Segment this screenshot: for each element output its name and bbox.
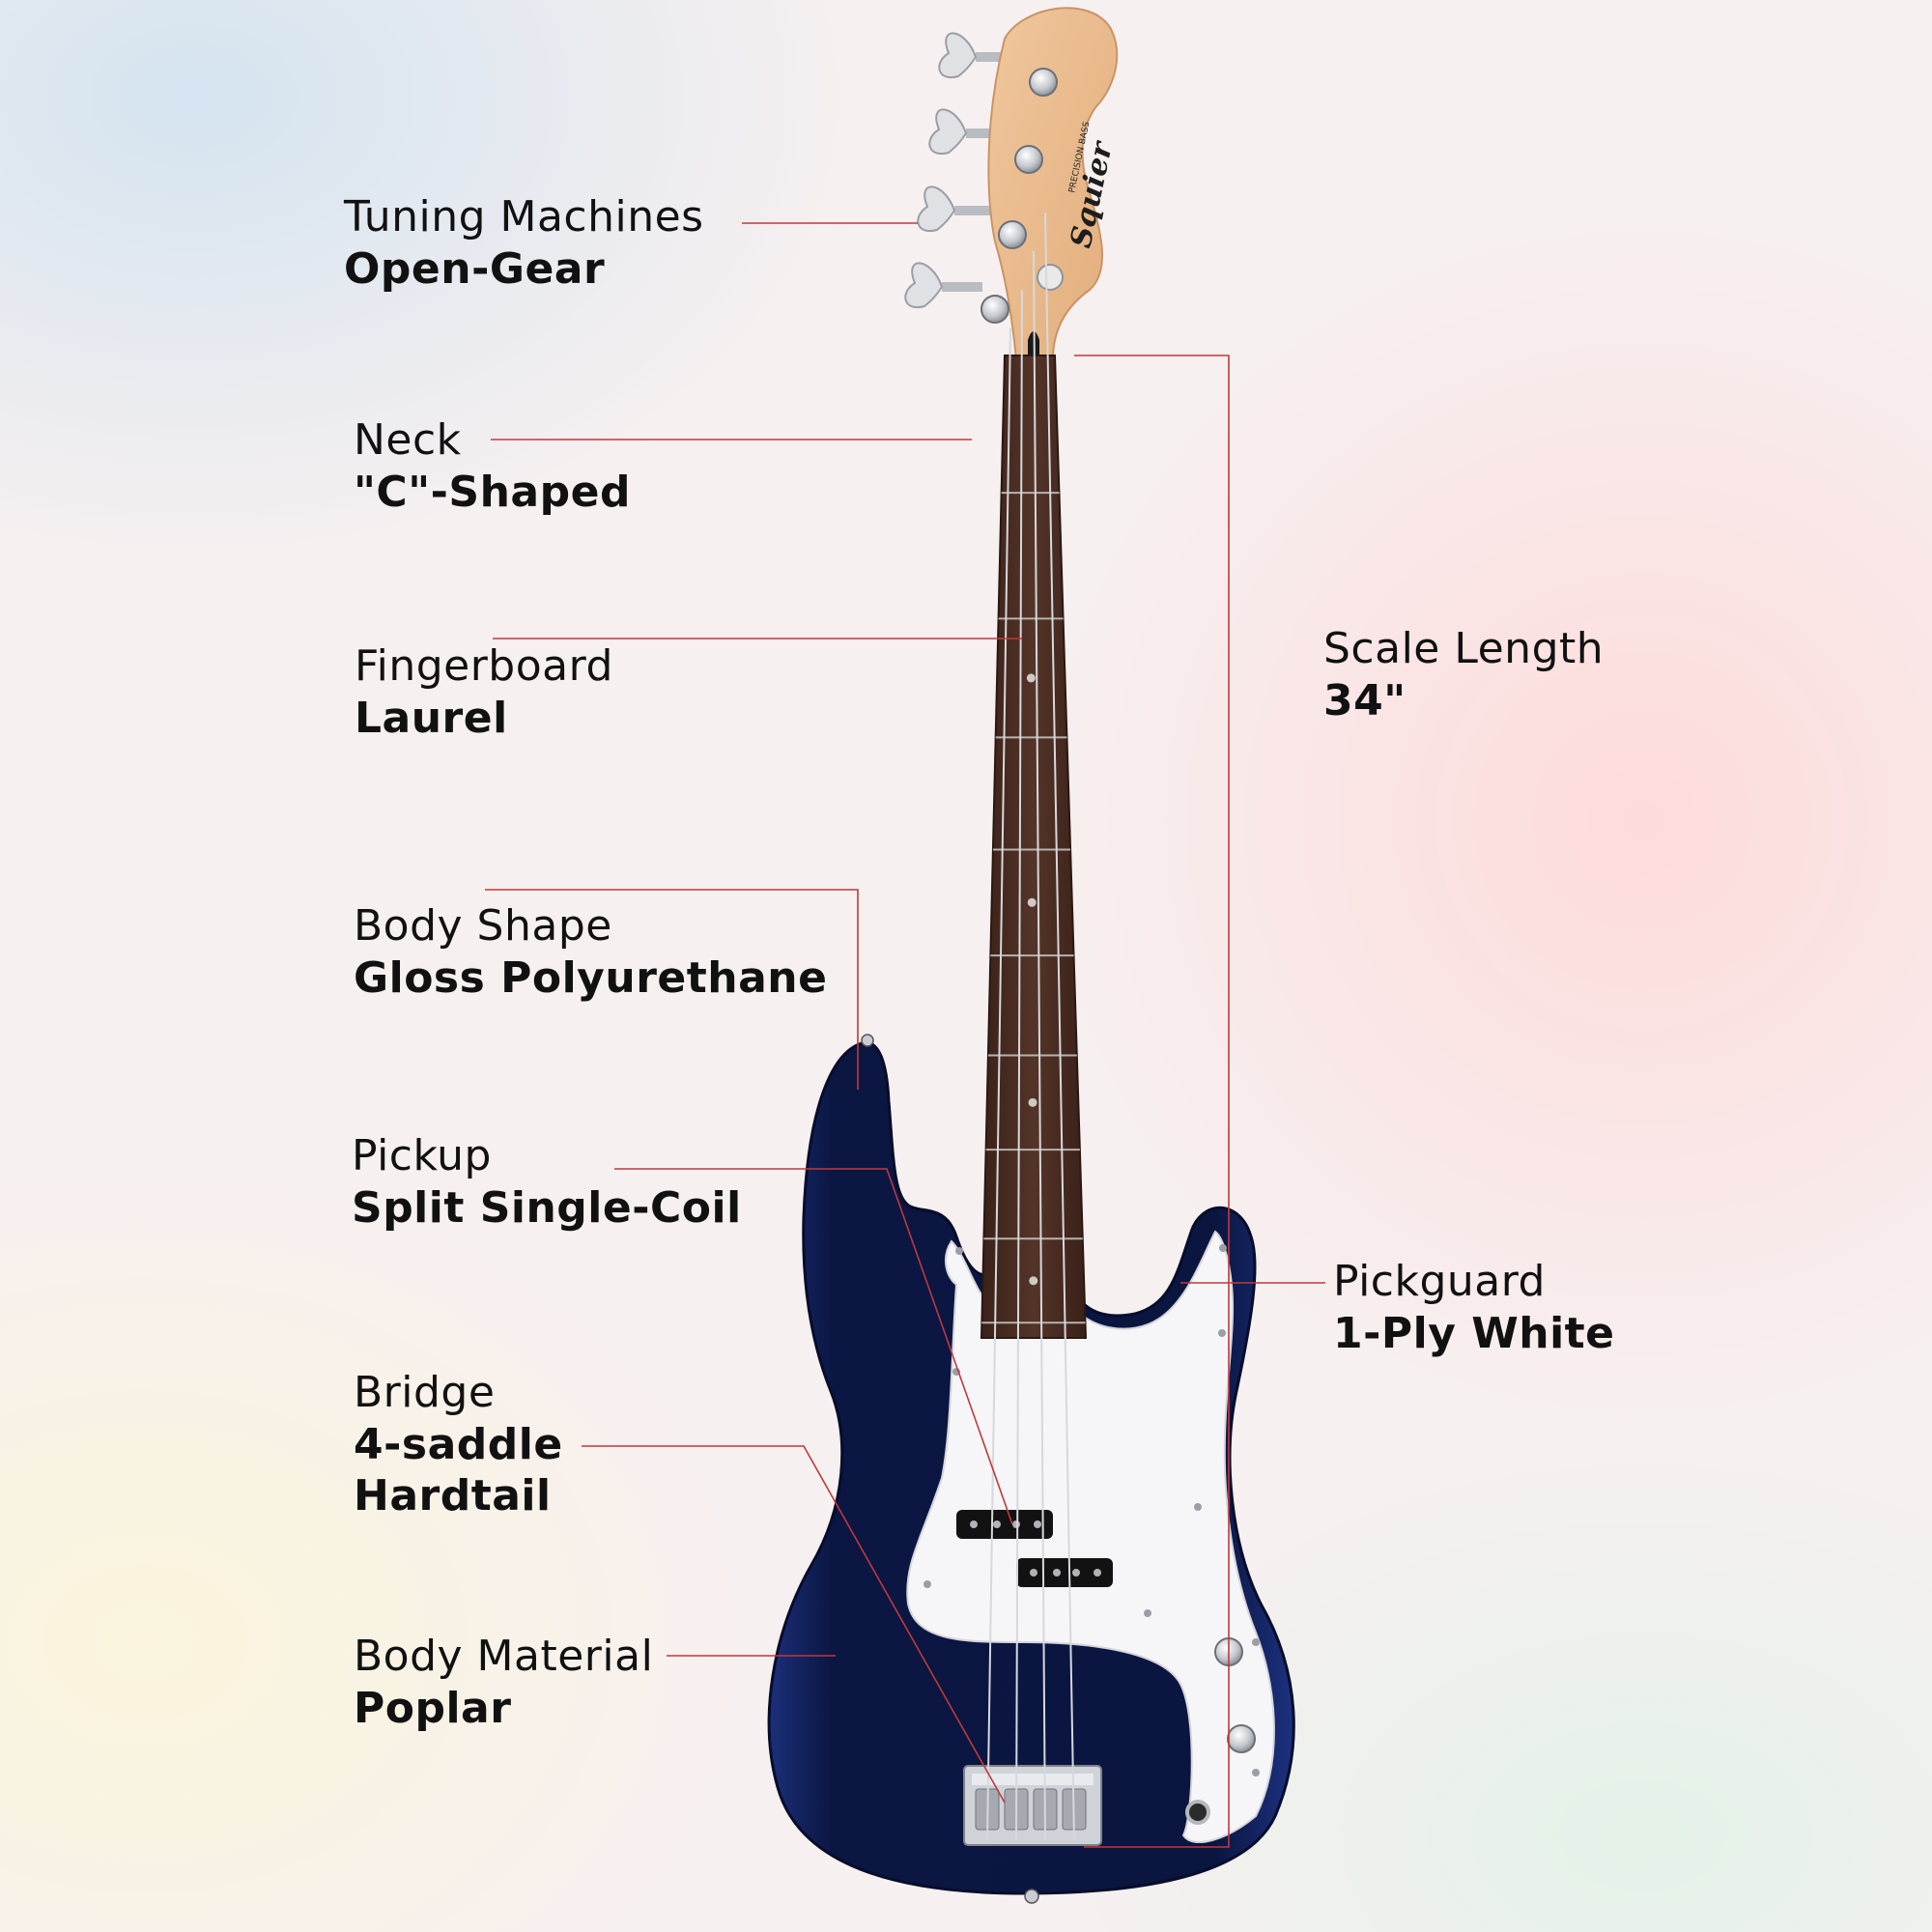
- callout-name: Pickguard: [1333, 1257, 1546, 1306]
- callout-value: Hardtail: [354, 1471, 552, 1521]
- callout-fingerboard: Fingerboard Laurel: [355, 640, 613, 744]
- fret-markers: [1026, 673, 1038, 1286]
- callout-value: 4-saddle: [354, 1419, 563, 1469]
- callout-name: Fingerboard: [355, 641, 613, 691]
- callout-neck: Neck "C"-Shaped: [354, 414, 631, 518]
- callout-name: Neck: [354, 415, 462, 465]
- callout-name: Tuning Machines: [344, 192, 704, 242]
- split-pickup: [956, 1510, 1113, 1587]
- tuner-posts: [980, 68, 1064, 324]
- output-jack: [1185, 1800, 1210, 1825]
- callout-name: Body Material: [354, 1632, 654, 1681]
- fret-marker-dot: [1026, 673, 1036, 683]
- bridge: [963, 1765, 1102, 1846]
- callout-name: Bridge: [354, 1368, 496, 1417]
- callout-value: 34": [1323, 675, 1406, 725]
- callout-value: Poplar: [354, 1683, 512, 1733]
- tuner-key: [904, 262, 982, 309]
- tuner-key: [938, 32, 1009, 79]
- callout-value: Laurel: [355, 693, 508, 743]
- callout-value: Open-Gear: [344, 243, 606, 294]
- headstock: [987, 7, 1119, 360]
- strings: [986, 212, 1075, 1841]
- tuner-keys: [904, 32, 1009, 309]
- fret-marker-dot: [1027, 897, 1037, 907]
- callout-bridge: Bridge 4-saddle Hardtail: [354, 1367, 563, 1522]
- callout-value: "C"-Shaped: [354, 467, 631, 517]
- fingerboard: [980, 355, 1088, 1339]
- fret-marker-dot: [1029, 1276, 1038, 1286]
- pickup-callout-line: [614, 1168, 1013, 1525]
- strap-button: [861, 1034, 874, 1047]
- callout-body-shape: Body Shape Gloss Polyurethane: [354, 900, 827, 1004]
- callout-pickup: Pickup Split Single-Coil: [352, 1130, 742, 1234]
- callout-name: Pickup: [352, 1131, 492, 1180]
- body-shape-callout-line: [485, 889, 859, 1090]
- callout-scale-length: Scale Length 34": [1323, 623, 1604, 726]
- strap-button: [1024, 1889, 1039, 1904]
- callout-tuning-machines: Tuning Machines Open-Gear: [344, 191, 704, 295]
- callout-body-material: Body Material Poplar: [354, 1631, 653, 1734]
- scale-length-callout-line: [1074, 355, 1230, 1848]
- pickguard: [906, 1230, 1275, 1844]
- callout-value: Split Single-Coil: [352, 1182, 742, 1233]
- tuner-key: [917, 185, 995, 233]
- callout-lines: [485, 222, 1325, 1848]
- callout-name: Scale Length: [1323, 624, 1605, 673]
- tuner-key: [928, 108, 1005, 156]
- callout-value: Gloss Polyurethane: [354, 952, 828, 1003]
- callout-name: Body Shape: [354, 901, 612, 951]
- callout-pickguard: Pickguard 1-Ply White: [1333, 1256, 1615, 1359]
- bridge-callout-line: [582, 1445, 1006, 1804]
- callout-value: 1-Ply White: [1333, 1308, 1615, 1358]
- fret-marker-dot: [1028, 1097, 1037, 1107]
